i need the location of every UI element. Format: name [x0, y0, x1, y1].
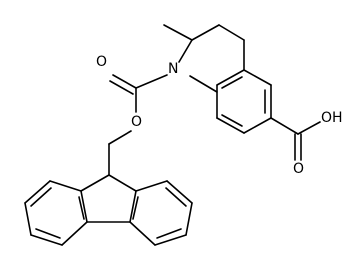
bond-left-1	[49, 180, 82, 192]
bond-c3-c4	[218, 24, 245, 41]
bond-right-4	[154, 234, 187, 246]
tetrahydroquinoline-core	[163, 24, 272, 134]
bond-c9-c9a	[80, 174, 110, 192]
bond-right-1	[135, 180, 168, 192]
bond-c9-c8a	[108, 174, 137, 192]
bond-c7-c8	[216, 117, 245, 134]
bond-carbonyl-c-o-1	[112, 74, 137, 89]
carbamate-carbonyl-oxygen-label: O	[96, 54, 107, 70]
bond-carbonyl-c-o-2	[109, 80, 134, 95]
bond-c2-methyl	[163, 24, 193, 41]
ring-nitrogen-label: N	[168, 61, 178, 77]
bond-n-c2	[178, 39, 193, 63]
bond-left-2-inner	[30, 187, 52, 207]
bond-right-5	[129, 221, 156, 246]
bond-right-6-inner	[132, 196, 139, 220]
bond-right-4-inner	[156, 228, 182, 239]
bond-left-5	[61, 221, 88, 246]
bond-acid-c-oh	[297, 121, 321, 135]
bond-left-4	[30, 234, 63, 246]
bond-right-2-inner	[165, 187, 187, 207]
bond-c8a-c4b	[129, 190, 137, 223]
bond-c8a-c4a	[216, 69, 245, 86]
bond-c6-cooh	[270, 117, 299, 135]
fluorene-group	[24, 174, 193, 246]
bond-c9a-c4a	[80, 190, 88, 223]
bond-left-3	[24, 202, 32, 236]
carboxylic-acid-group: OH O	[270, 110, 343, 177]
carbamate-linker: N O O	[96, 54, 178, 176]
carbamate-ester-oxygen-label: O	[131, 114, 142, 130]
bond-ester-o-ch2	[108, 130, 132, 145]
bond-c6-c7	[243, 117, 272, 134]
bond-n-carbonyl-c	[135, 74, 168, 89]
bond-left-2	[24, 180, 51, 204]
bond-right-2	[166, 180, 193, 204]
acid-hydroxyl-label: OH	[321, 110, 343, 126]
bond-c7-c8-inner	[221, 114, 243, 127]
bond-c8a-c4a-inner	[221, 76, 243, 89]
bond-left-4-inner	[35, 228, 61, 239]
bond-c2-c3	[191, 24, 220, 41]
acid-carbonyl-oxygen-label: O	[293, 161, 304, 177]
bond-left-6-inner	[78, 196, 85, 220]
bond-c4a-c5	[243, 69, 272, 86]
bond-n-c8a	[189, 75, 218, 93]
bond-right-3	[185, 202, 193, 236]
